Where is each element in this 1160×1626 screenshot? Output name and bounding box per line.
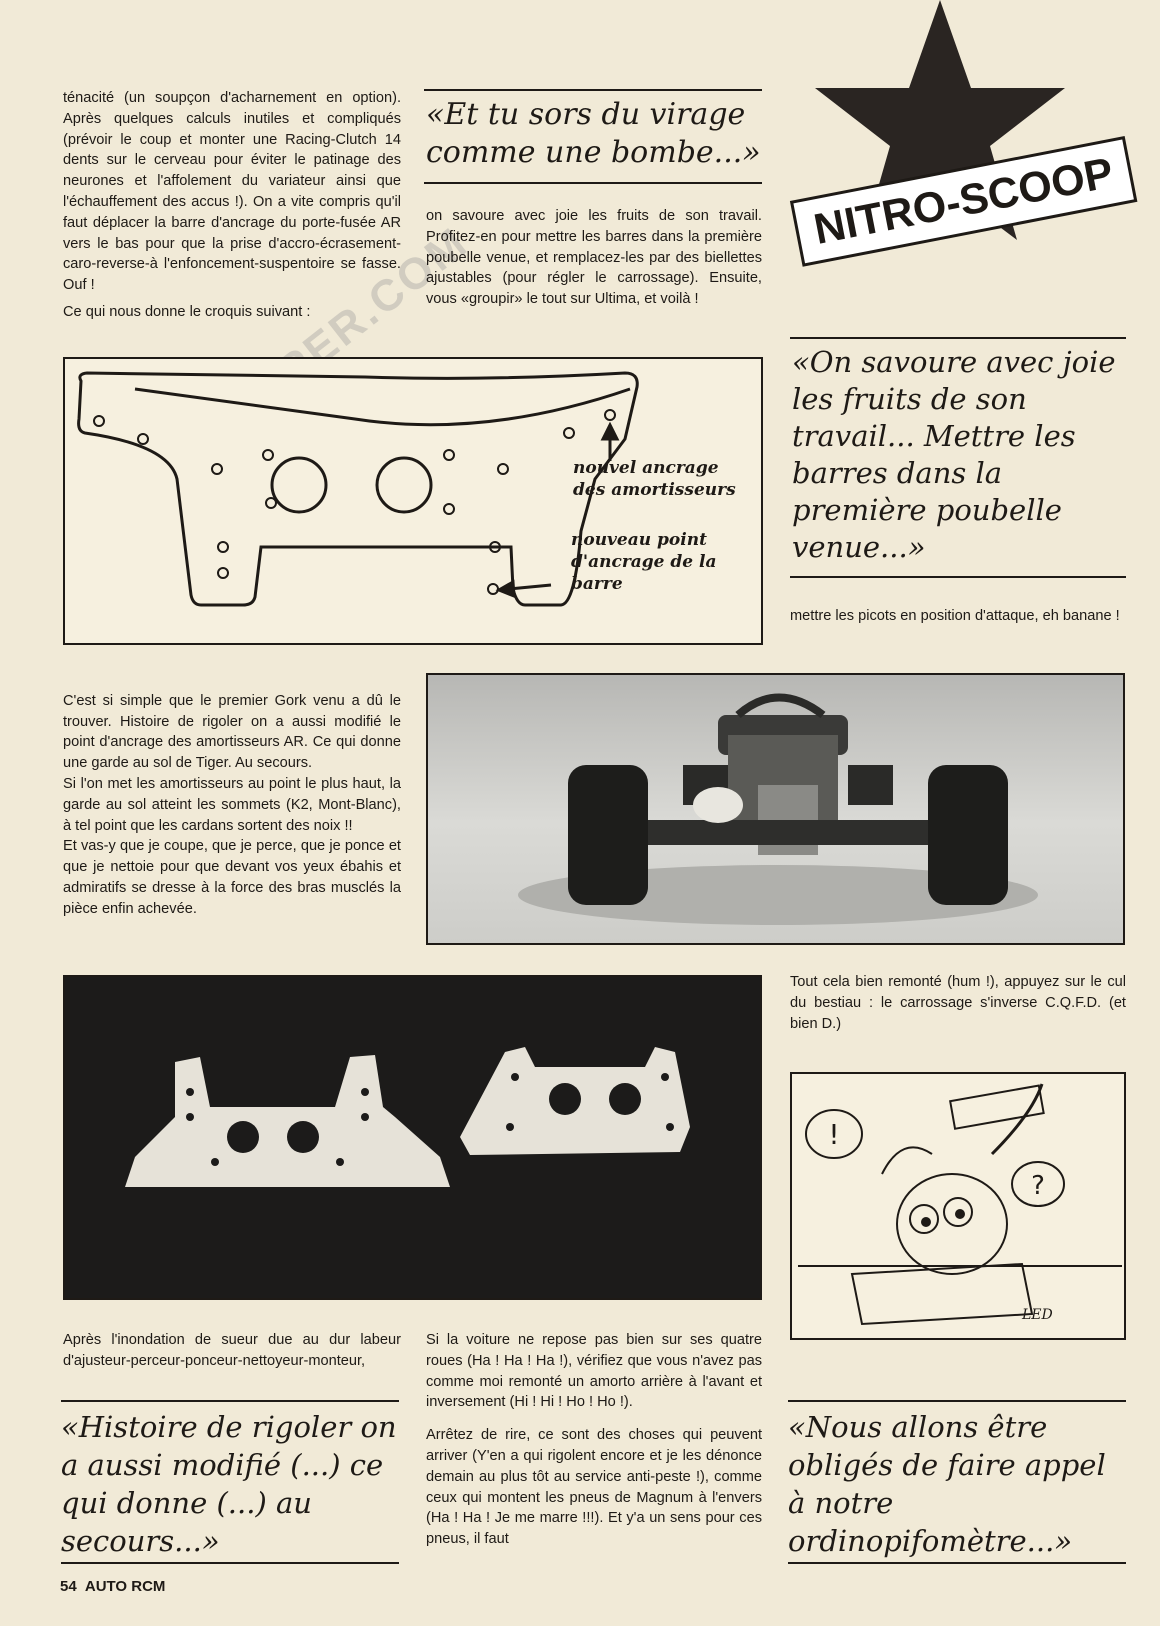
quote-rule-top bbox=[61, 1400, 399, 1402]
car-photo bbox=[426, 673, 1125, 945]
quote-rule-bottom bbox=[788, 1562, 1126, 1564]
paragraph: Ce qui nous donne le croquis suivant : bbox=[63, 303, 311, 320]
paragraph: mettre les picots en position d'attaque,… bbox=[790, 608, 1120, 624]
star-icon bbox=[815, 0, 1065, 240]
pull-quote-4: «Nous allons être obligés de faire appel… bbox=[788, 1410, 1106, 1558]
pull-quote-2: «On savoure avec joie les fruits de son … bbox=[792, 345, 1116, 564]
page-number: 54 bbox=[60, 1578, 77, 1595]
paragraph: Si la voiture ne repose pas bien sur ses… bbox=[426, 1332, 762, 1411]
cartoon-signature: LED bbox=[1021, 1307, 1053, 1323]
magazine-name: AUTO RCM bbox=[84, 1578, 166, 1595]
parts-illustration bbox=[125, 1047, 690, 1187]
cartoon-frame: ! ? LED bbox=[790, 1072, 1126, 1340]
paragraph: Après l'inondation de sueur due au dur l… bbox=[63, 1332, 401, 1369]
diagram-label-bar-anchor: nouveau point d'ancrage de la barre bbox=[571, 530, 717, 594]
page-footer: 54 AUTO RCM bbox=[60, 1578, 165, 1595]
nitro-scoop-badge: NITRO-SCOOP bbox=[789, 0, 1138, 267]
parts-photo bbox=[63, 975, 762, 1300]
column-left-top: ténacité (un soupçon d'acharnement en op… bbox=[63, 88, 401, 323]
paragraph: on savoure avec joie les fruits de son t… bbox=[426, 208, 762, 308]
quote-rule-bottom bbox=[424, 182, 762, 184]
pull-quote-1: «Et tu sors du virage comme une bombe...… bbox=[426, 97, 761, 170]
svg-text:?: ? bbox=[1031, 1171, 1045, 1201]
quote-rule-top bbox=[790, 337, 1126, 339]
quote-rule-top bbox=[424, 89, 762, 91]
chassis-diagram: nouvel ancrage des amortisseurs nouveau … bbox=[63, 357, 763, 645]
paragraph: Arrêtez de rire, ce sont des choses qui … bbox=[426, 1427, 762, 1548]
pull-quote-3: «Histoire de rigoler on a aussi modifié … bbox=[61, 1410, 397, 1558]
paragraph: C'est si simple que le premier Gork venu… bbox=[63, 692, 401, 917]
diagram-label-shock-anchor: nouvel ancrage des amortisseurs bbox=[573, 458, 736, 500]
diagram-drawing bbox=[77, 371, 639, 607]
column-right-after-quote: mettre les picots en position d'attaque,… bbox=[790, 606, 1126, 627]
column-middle-bottom: Si la voiture ne repose pas bien sur ses… bbox=[426, 1330, 762, 1550]
column-right-mid: Tout cela bien remonté (hum !), appuyez … bbox=[790, 972, 1126, 1034]
car-illustration bbox=[518, 693, 1038, 925]
quote-rule-top bbox=[788, 1400, 1126, 1402]
cartoon-drawing: ! ? LED bbox=[798, 1083, 1122, 1326]
column-left-mid: C'est si simple que le premier Gork venu… bbox=[63, 670, 401, 940]
quote-rule-bottom bbox=[790, 576, 1126, 578]
column-middle-top: on savoure avec joie les fruits de son t… bbox=[426, 206, 762, 310]
svg-text:!: ! bbox=[828, 1118, 839, 1151]
paragraph: ténacité (un soupçon d'acharnement en op… bbox=[63, 90, 401, 294]
column-left-bottom: Après l'inondation de sueur due au dur l… bbox=[63, 1330, 401, 1372]
paragraph: Tout cela bien remonté (hum !), appuyez … bbox=[790, 974, 1126, 1032]
quote-rule-bottom bbox=[61, 1562, 399, 1564]
